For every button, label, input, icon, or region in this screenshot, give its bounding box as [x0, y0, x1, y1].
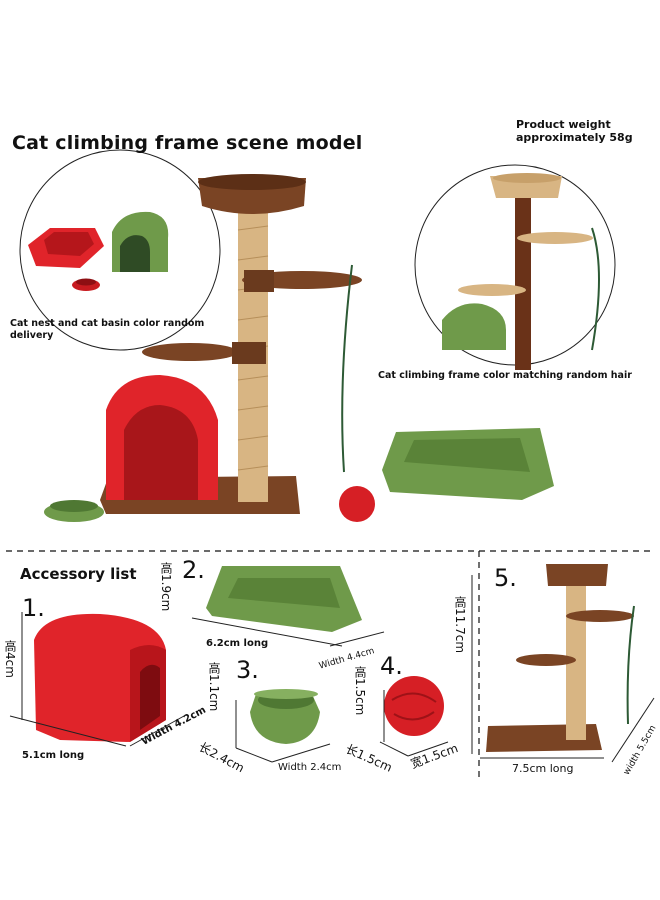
inset-red-bowl-image — [72, 278, 100, 291]
item5-number: 5. — [494, 564, 517, 592]
item5-cat-tree-image — [486, 564, 635, 752]
accessory-list-heading: Accessory list — [20, 565, 137, 583]
inset-tan-frame-image — [442, 173, 600, 370]
item1-number: 1. — [22, 594, 45, 622]
item1-length-label: 5.1cm long — [22, 750, 85, 761]
item3-width-label: Width 2.4cm — [278, 762, 342, 773]
item3-green-bowl-image — [250, 689, 320, 744]
inset-green-house-image — [112, 211, 169, 272]
item5-length-label: 7.5cm long — [512, 762, 574, 775]
item3-height-label: 高1.1cm — [207, 662, 221, 712]
item3-number: 3. — [236, 656, 259, 684]
item5-height-label: 高11.7cm — [453, 596, 467, 654]
item2-height-label: 高1.9cm — [159, 562, 173, 612]
item2-number: 2. — [182, 556, 205, 584]
item2-length-label: 6.2cm long — [206, 638, 269, 649]
item4-number: 4. — [380, 652, 403, 680]
item1-height-label: 高4cm — [3, 640, 17, 678]
inset-red-bed-image — [28, 228, 104, 268]
nest-color-note: Cat nest and cat basin color random deli… — [10, 318, 205, 341]
item1-red-house-image — [34, 613, 166, 742]
item4-height-label: 高1.5cm — [353, 666, 367, 716]
page-title: Cat climbing frame scene model — [12, 132, 363, 154]
item2-green-bed-image — [206, 566, 362, 632]
product-weight-note: Product weight approximately 58g — [516, 118, 633, 144]
item4-red-ball-image — [384, 676, 444, 736]
frame-color-note: Cat climbing frame color matching random… — [378, 370, 632, 381]
main-cat-tree-image — [44, 174, 554, 522]
